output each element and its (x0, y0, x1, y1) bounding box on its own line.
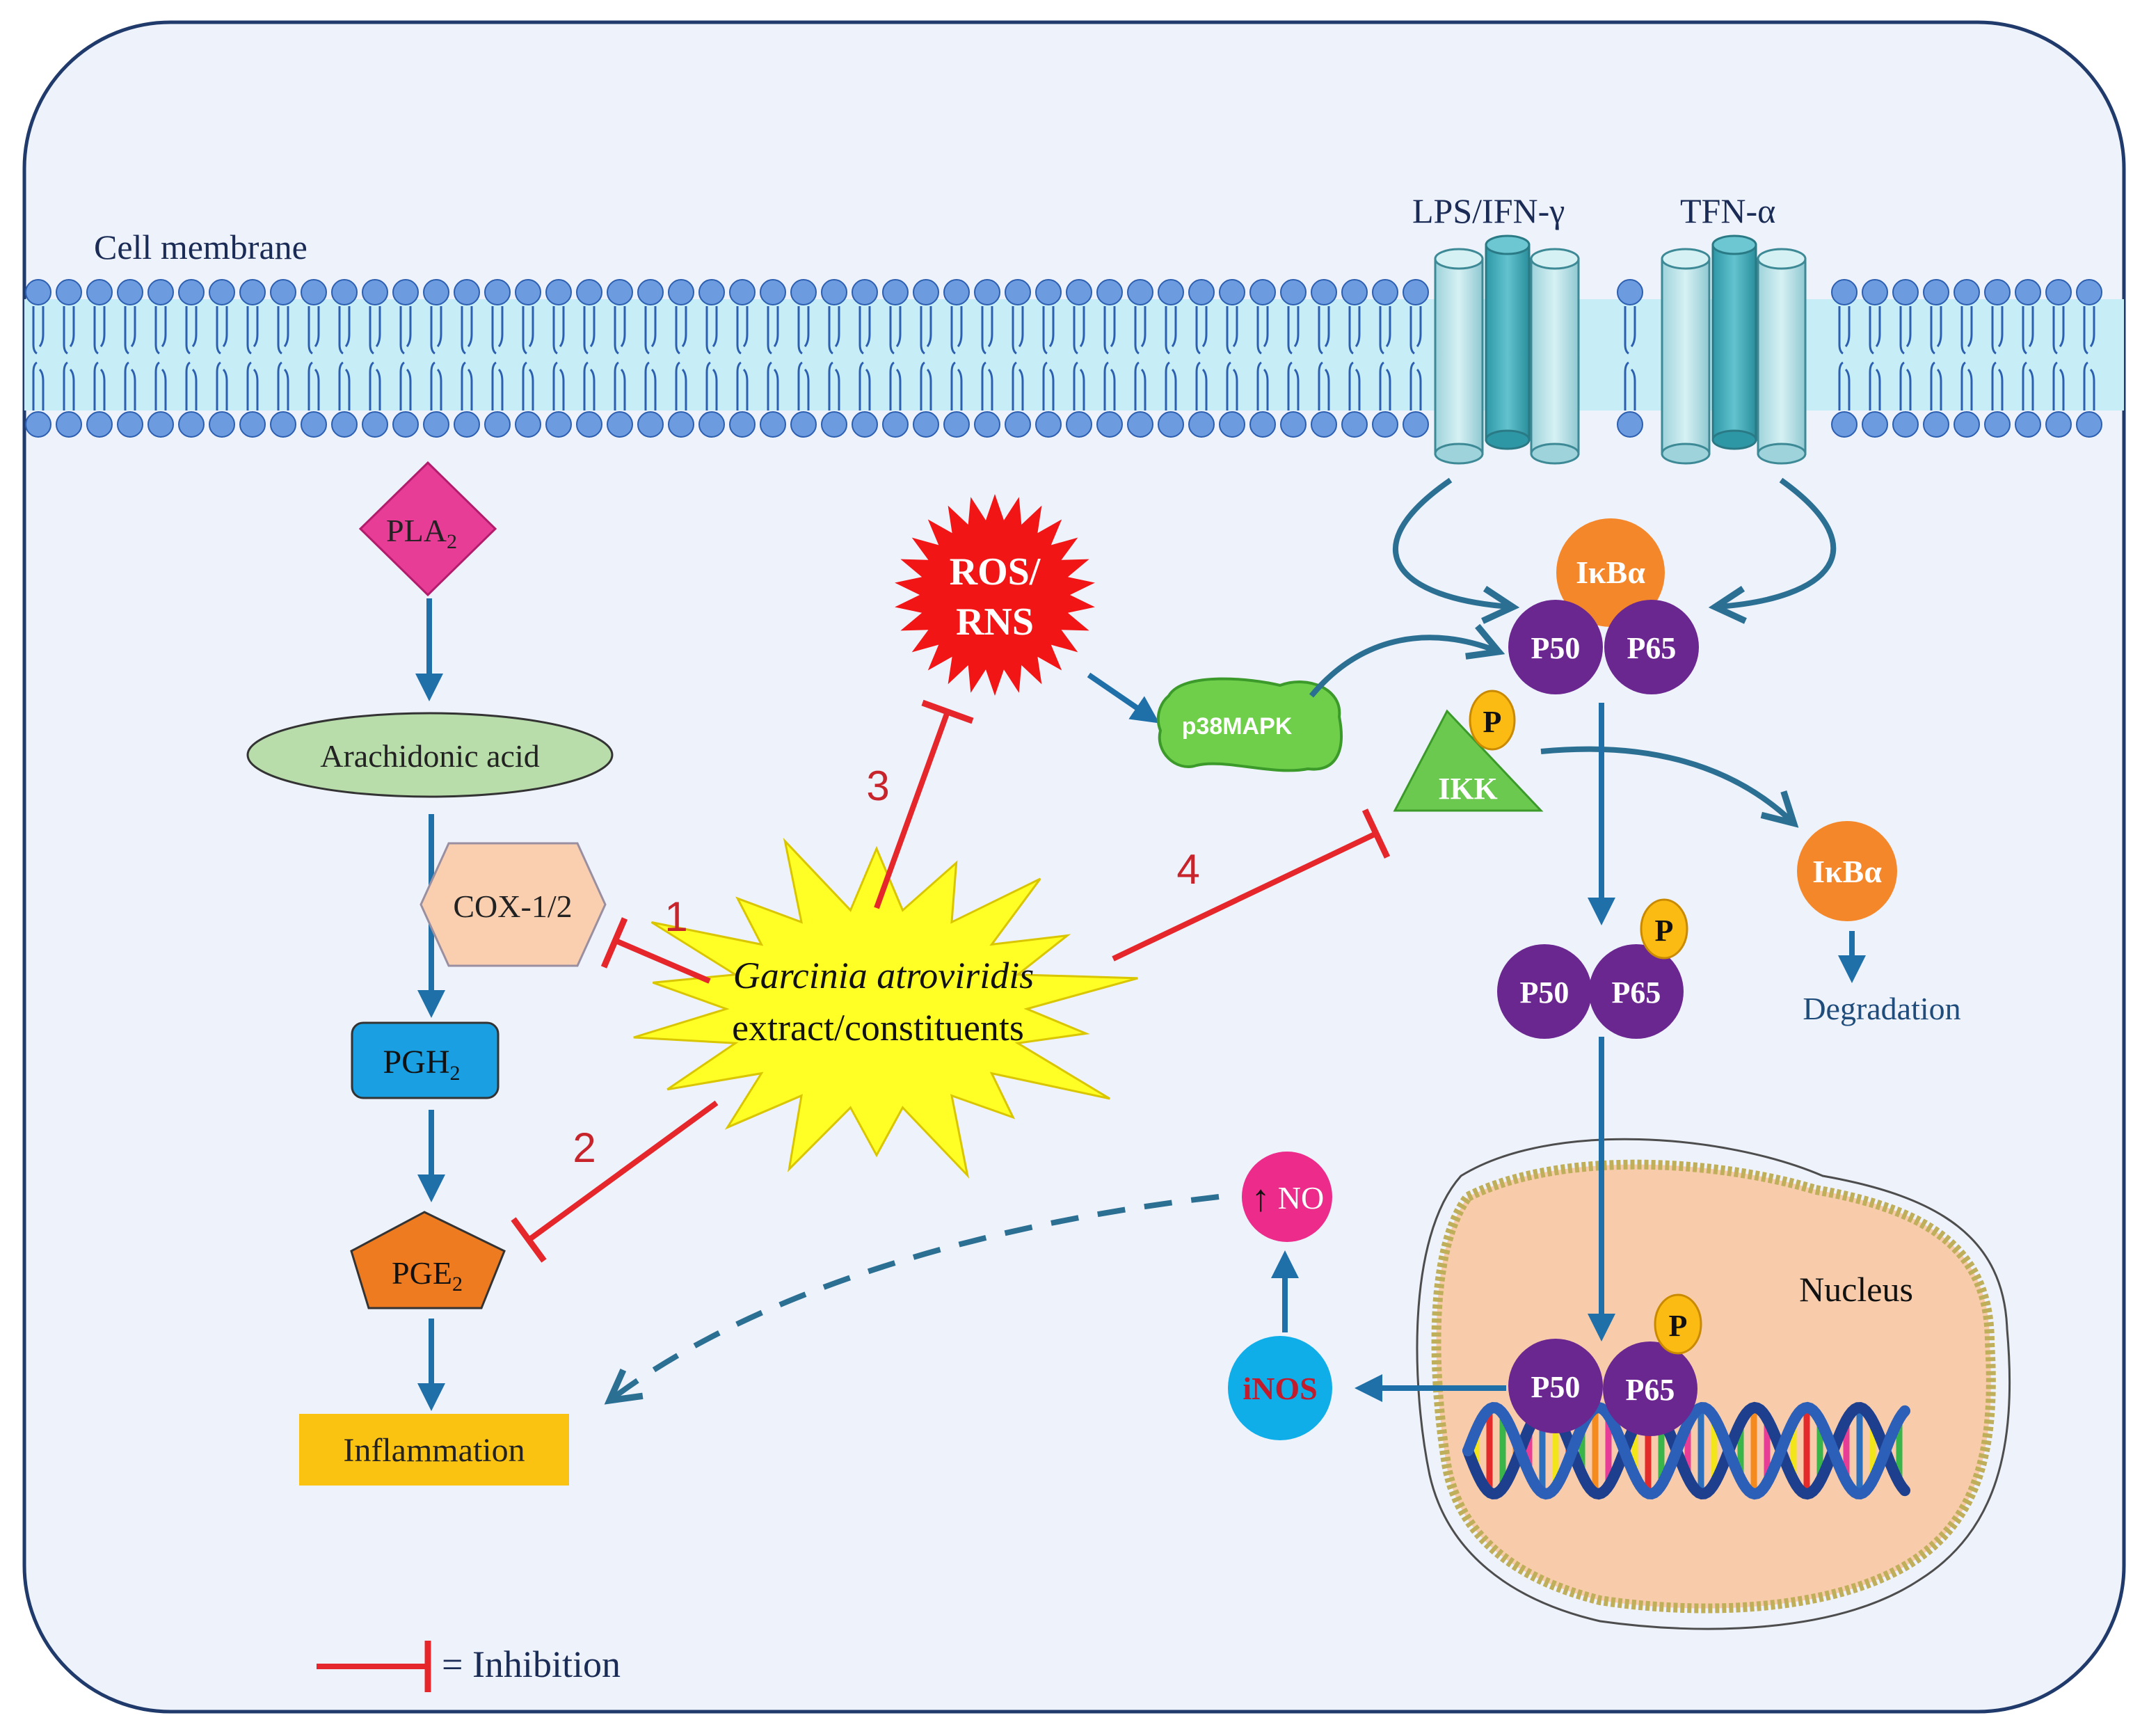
degradation-label: Degradation (1803, 991, 1960, 1026)
receptor-lps-ifn (1434, 234, 1580, 465)
p65-label-nucleus: P65 (1626, 1373, 1675, 1407)
lipid-heads-bottom (25, 411, 2102, 438)
no-up-arrow: ↑ (1252, 1177, 1270, 1219)
ikba-node-free (1797, 821, 1897, 921)
p65-label-top: P65 (1627, 631, 1677, 665)
p65-node-nucleus (1603, 1341, 1697, 1436)
inflammation-label: Inflammation (343, 1432, 525, 1469)
no-label: NO (1278, 1180, 1324, 1216)
pgh2-node (351, 1021, 500, 1099)
ikk-phospho-node (1469, 690, 1516, 751)
arrow-ikk-to-ikba (1540, 746, 1791, 821)
nucleus-node (1431, 1159, 1996, 1614)
cox-label: COX-1/2 (453, 889, 572, 924)
pla2-node (358, 461, 497, 597)
nfkb-phospho-node-mid (1640, 898, 1688, 959)
inhibition-3 (874, 699, 974, 909)
arrow-receptor2-to-nfkb (1718, 477, 1837, 607)
p50-node-mid (1497, 944, 1592, 1039)
arrow-p38-to-nfkb (1309, 637, 1496, 698)
inhibition-4 (1112, 809, 1391, 962)
inhibition-number-1: 1 (664, 893, 687, 940)
nucleus-label: Nucleus (1799, 1270, 1913, 1309)
ikk-phospho-label: P (1483, 705, 1502, 739)
p38mapk-label: p38MAPK (1182, 713, 1293, 740)
garcinia-label-line2: extract/constituents (732, 1007, 1024, 1049)
arrow-receptor1-to-nfkb (1392, 477, 1510, 607)
inhibition-legend-label: = Inhibition (442, 1643, 621, 1685)
inhibition-1 (600, 917, 711, 984)
inhibition-number-3: 3 (866, 763, 889, 809)
ikba-label-free: IκBα (1812, 854, 1882, 889)
arachidonic-acid-label: Arachidonic acid (320, 738, 539, 774)
nfkb-phospho-label-mid: P (1655, 914, 1674, 948)
ros-rns-starburst (895, 494, 1095, 696)
p65-label-mid: P65 (1612, 975, 1661, 1010)
nucleus-envelope-outer (1416, 1138, 2011, 1630)
no-node (1242, 1152, 1332, 1242)
ikba-node-top (1556, 518, 1665, 627)
lipid-tails (32, 306, 2095, 411)
pla2-label: PLA2 (386, 513, 457, 553)
garcinia-label-line1: Garcinia atroviridis (733, 955, 1034, 996)
ikba-label-top: IκBα (1576, 555, 1645, 590)
nfkb-phospho-node-nucleus (1654, 1293, 1702, 1355)
p50-label-mid: P50 (1520, 975, 1569, 1010)
pge2-node (350, 1211, 506, 1309)
tfn-alpha-label: TFN-α (1680, 191, 1775, 230)
inhibition-number-4: 4 (1176, 846, 1199, 893)
arachidonic-acid-node (246, 712, 614, 798)
p50-node-nucleus (1508, 1339, 1603, 1433)
lipid-heads-top (25, 279, 2102, 305)
inhibition-number-2: 2 (573, 1124, 596, 1171)
p38mapk-node (1156, 677, 1343, 772)
pge2-label: PGE2 (392, 1255, 463, 1296)
ros-label-line1: ROS/ (950, 550, 1041, 594)
inhibition-2 (511, 1100, 719, 1263)
lps-ifn-label: LPS/IFN-γ (1412, 191, 1565, 230)
garcinia-starburst (633, 837, 1138, 1179)
inflammation-node (299, 1414, 569, 1486)
p50-label-top: P50 (1531, 631, 1581, 665)
p50-label-nucleus: P50 (1531, 1370, 1581, 1404)
p65-node-top (1604, 600, 1699, 694)
p65-node-mid (1589, 944, 1684, 1039)
pgh2-label: PGH2 (383, 1044, 460, 1085)
ros-label-line2: RNS (956, 600, 1034, 644)
ikk-node (1393, 709, 1544, 812)
arrow-no-to-inflammation (612, 1194, 1220, 1399)
inos-label: iNOS (1243, 1371, 1317, 1406)
ikk-label: IKK (1438, 772, 1498, 806)
nfkb-phospho-label-nucleus: P (1669, 1309, 1688, 1343)
inos-node (1228, 1336, 1332, 1440)
cox-node (420, 842, 607, 967)
inhibition-legend-symbol (317, 1641, 431, 1692)
cell-membrane-label: Cell membrane (94, 228, 307, 266)
receptor-tfn-alpha (1661, 234, 1807, 465)
p50-node-top (1508, 600, 1603, 694)
arrow-ros-to-p38 (1087, 672, 1160, 724)
